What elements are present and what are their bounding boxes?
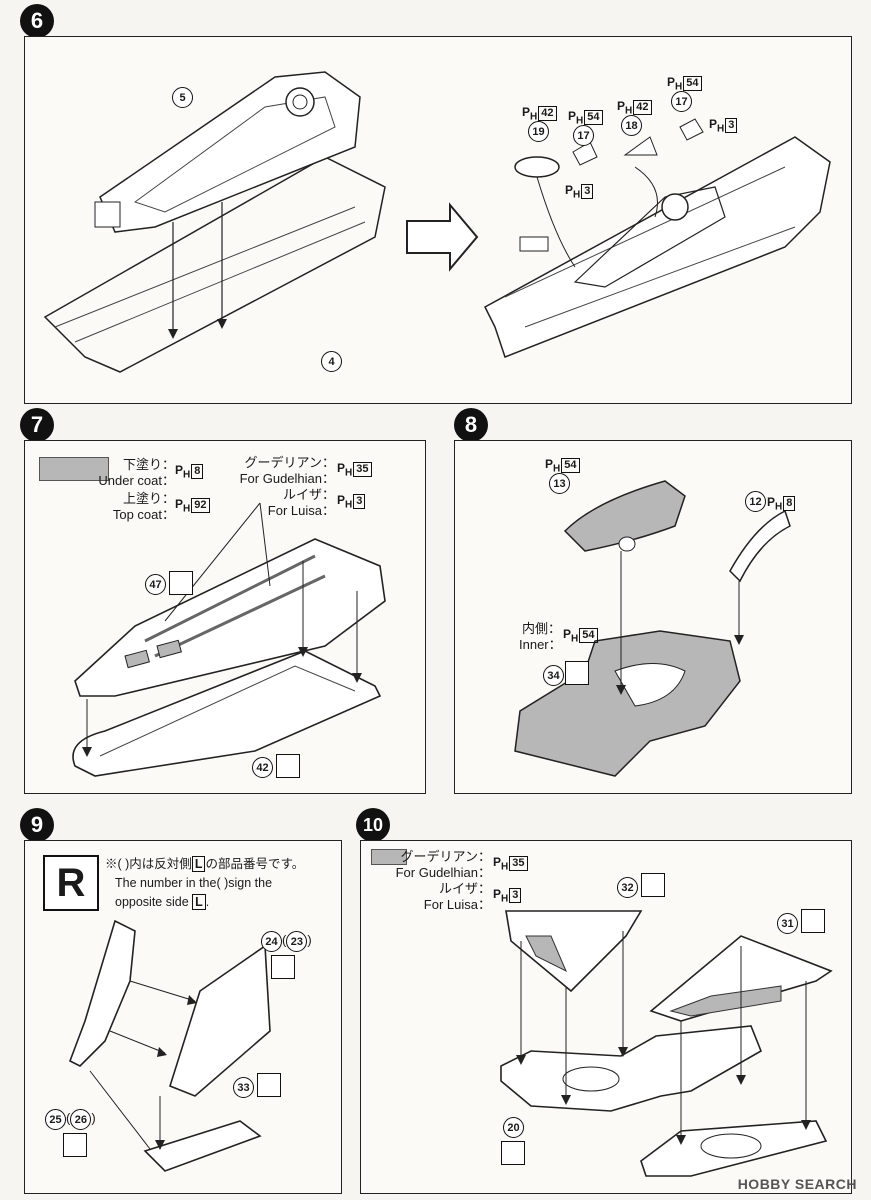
step-7-drawing xyxy=(72,502,386,777)
step-8-drawing xyxy=(514,480,791,777)
part-13-callout: 13 xyxy=(549,473,570,494)
step-7-badge: 7 xyxy=(20,408,54,442)
part-34-callout: 34 xyxy=(543,665,564,686)
cement-icon-25 xyxy=(63,1133,87,1157)
undercoat-swatch xyxy=(39,457,109,481)
part-17a-callout: 17 xyxy=(573,125,594,146)
watermark: HOBBY SEARCH xyxy=(737,1176,857,1192)
step-6-badge: 6 xyxy=(20,4,54,38)
cement-icon-32 xyxy=(641,873,665,897)
step-10-badge: 10 xyxy=(356,808,390,842)
gudelhian-swatch xyxy=(371,849,407,865)
part-42-callout: 42 xyxy=(252,757,273,778)
part-31-callout: 31 xyxy=(777,913,798,934)
undercoat-label: 下塗り：Under coat： xyxy=(98,457,175,488)
part-18-callout: 18 xyxy=(621,115,642,136)
part-5-callout: 5 xyxy=(172,87,193,108)
right-side-badge: R xyxy=(43,855,99,911)
part-32-callout: 32 xyxy=(617,877,638,898)
part-20-callout: 20 xyxy=(503,1117,524,1138)
part-12-callout: 12 xyxy=(745,491,766,512)
part-24-callout: 24(23) xyxy=(261,931,312,952)
part-47-callout: 47 xyxy=(145,574,166,595)
part-4-callout: 4 xyxy=(321,351,342,372)
step-8-badge: 8 xyxy=(454,408,488,442)
step-6-drawing xyxy=(43,71,831,373)
part-19-callout: 19 xyxy=(528,121,549,142)
gudelhian-label-10: グーデリアン：For Gudelhian： xyxy=(395,849,491,880)
gudelhian-label: グーデリアン：For Gudelhian： xyxy=(239,455,335,486)
cement-icon-47 xyxy=(169,571,193,595)
inner-label: 内側：Inner： xyxy=(519,621,562,652)
luisa-label-10: ルイザ：For Luisa： xyxy=(423,881,491,912)
topcoat-label: 上塗り：Top coat： xyxy=(112,491,175,522)
cement-icon-24 xyxy=(271,955,295,979)
cement-icon-31 xyxy=(801,909,825,933)
big-right-arrow-icon xyxy=(406,202,479,272)
part-25-callout: 25(26) xyxy=(45,1109,96,1130)
part-17b-callout: 17 xyxy=(671,91,692,112)
step-9-drawing xyxy=(68,919,271,1172)
cement-icon-34 xyxy=(565,661,589,685)
luisa-label: ルイザ：For Luisa： xyxy=(267,487,335,518)
cement-icon-33 xyxy=(257,1073,281,1097)
cement-icon-20 xyxy=(501,1141,525,1165)
step-10-drawing xyxy=(500,910,833,1177)
step-9-badge: 9 xyxy=(20,808,54,842)
cement-icon-42 xyxy=(276,754,300,778)
part-33-callout: 33 xyxy=(233,1077,254,1098)
